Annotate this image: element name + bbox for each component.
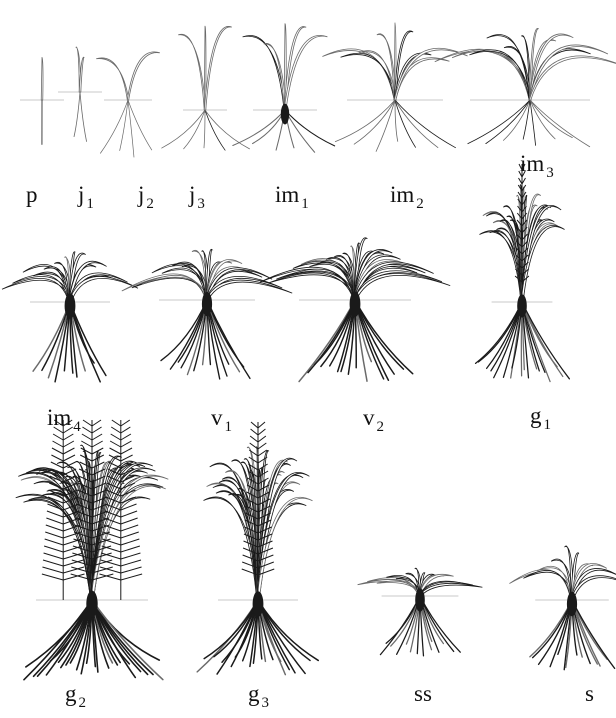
- plant-g2: [16, 420, 169, 680]
- leaf: [487, 34, 531, 100]
- root: [80, 92, 87, 141]
- tiller-base: [517, 294, 527, 317]
- plant-p: [20, 57, 64, 144]
- leaf: [322, 49, 395, 100]
- tiller-base: [281, 104, 289, 125]
- tiller-base: [65, 293, 76, 319]
- root: [376, 100, 395, 151]
- root: [572, 600, 615, 668]
- plant-j3: [162, 26, 250, 150]
- root: [468, 100, 530, 144]
- stage-label-v1: v1: [211, 406, 232, 435]
- plant-im2: [322, 23, 467, 151]
- tiller-base: [415, 588, 425, 611]
- root: [530, 100, 572, 138]
- root: [205, 110, 250, 149]
- leaf: [2, 278, 71, 302]
- stage-label-im3: im3: [520, 152, 554, 181]
- tiller-base: [567, 592, 577, 616]
- root: [74, 92, 80, 137]
- leaf: [127, 52, 159, 100]
- root: [395, 100, 398, 141]
- plant-v2: [260, 238, 450, 382]
- leaf: [359, 51, 396, 100]
- tiller-base: [86, 591, 97, 618]
- plant-g3: [197, 422, 318, 675]
- stage-label-s: s: [585, 682, 596, 711]
- root: [197, 600, 258, 672]
- root: [395, 100, 456, 148]
- stage-label-p: p: [26, 183, 40, 212]
- leaf: [96, 58, 128, 100]
- leaf: [452, 49, 531, 100]
- plant-im3: [435, 28, 616, 146]
- tiller-base: [253, 591, 264, 617]
- leaf: [435, 49, 531, 100]
- root: [205, 110, 225, 150]
- tiller-base: [202, 292, 212, 316]
- plant-j2: [96, 52, 160, 157]
- root: [285, 110, 335, 146]
- plant-v1: [122, 249, 292, 379]
- leaf: [69, 276, 138, 302]
- leaf: [204, 26, 232, 110]
- plant-im4: [2, 252, 138, 382]
- leaf: [132, 276, 208, 300]
- plant-j1: [58, 47, 102, 141]
- stage-label-ss: ss: [414, 682, 434, 711]
- root: [335, 100, 395, 142]
- leaf: [178, 34, 206, 110]
- root: [128, 100, 152, 150]
- leaf: [529, 56, 616, 100]
- leaf: [243, 36, 286, 110]
- plant-g1: [476, 164, 570, 382]
- leaf: [162, 268, 208, 300]
- leaf: [523, 570, 573, 600]
- root: [120, 100, 128, 151]
- root: [204, 110, 205, 148]
- root: [100, 100, 128, 153]
- stage-label-g2: g2: [65, 682, 86, 711]
- leaf: [41, 57, 43, 100]
- leaf: [284, 35, 327, 110]
- leaf: [341, 53, 396, 100]
- plant-im1: [233, 24, 335, 153]
- root: [380, 596, 420, 655]
- plant-ss: [358, 568, 483, 656]
- stage-label-im1: im1: [275, 183, 309, 212]
- root: [162, 110, 205, 148]
- root: [184, 110, 205, 149]
- plant-s: [509, 546, 616, 670]
- tiller-base: [350, 291, 361, 317]
- root: [530, 100, 590, 147]
